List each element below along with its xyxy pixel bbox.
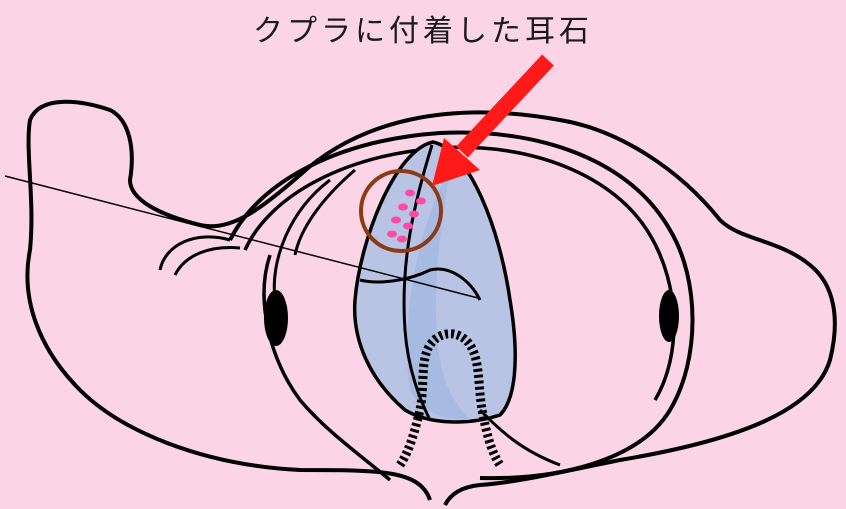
otolith: [397, 236, 407, 243]
otolith: [405, 190, 415, 197]
otolith: [391, 217, 401, 224]
left-curl: [160, 237, 240, 275]
inner-left-curve-2: [274, 180, 330, 300]
otolith: [416, 198, 426, 205]
otolith: [387, 231, 397, 238]
red-arrow-icon: [432, 60, 548, 186]
otolith: [403, 223, 413, 230]
right-dark-ellipse: [659, 290, 679, 342]
otolith: [398, 204, 408, 211]
left-dark-ellipse: [264, 290, 288, 346]
otolith: [409, 211, 419, 218]
